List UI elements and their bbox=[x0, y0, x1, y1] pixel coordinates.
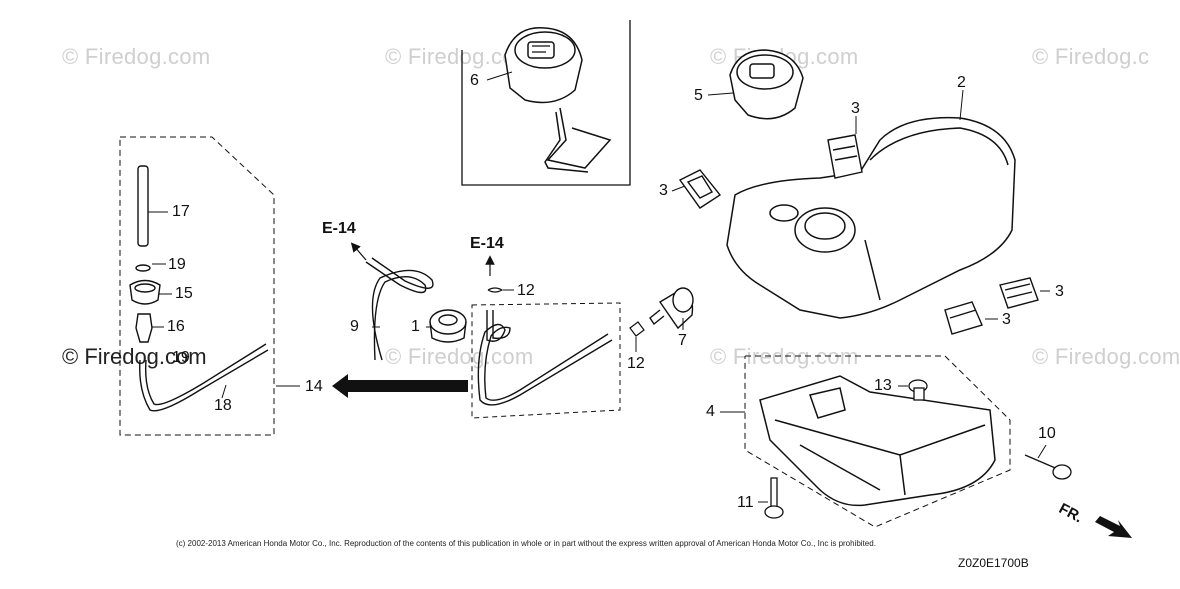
callout-12: 12 bbox=[627, 355, 645, 372]
watermark: © Firedog.com bbox=[62, 44, 211, 69]
callout-13: 13 bbox=[874, 377, 892, 394]
watermark: © Firedog.com bbox=[710, 344, 859, 369]
callout-12: 12 bbox=[517, 282, 535, 299]
callout-3: 3 bbox=[1002, 311, 1011, 328]
grommet-1-drawing bbox=[429, 309, 467, 343]
tube-9-drawing bbox=[365, 257, 434, 361]
leader-lines bbox=[148, 71, 1050, 503]
callout-2: 2 bbox=[957, 74, 966, 91]
callout-10: 10 bbox=[1038, 425, 1056, 442]
callout-11: 11 bbox=[737, 494, 754, 511]
callout-1: 1 bbox=[411, 318, 420, 335]
group-box-middle bbox=[471, 302, 621, 419]
ref-arrow-left bbox=[350, 242, 367, 261]
fuel-filter-7-drawing bbox=[649, 287, 694, 330]
callout-19: 19 bbox=[172, 349, 190, 366]
callout-4: 4 bbox=[706, 403, 715, 420]
fuel-tank-2-drawing bbox=[726, 116, 1016, 319]
watermark: © Firedog.com bbox=[62, 344, 207, 369]
bolt-13-drawing bbox=[908, 379, 928, 401]
fuel-cap-5-drawing bbox=[729, 49, 804, 120]
callout-3: 3 bbox=[1055, 283, 1064, 300]
group-bracket-cap bbox=[461, 20, 631, 186]
callout-14: 14 bbox=[305, 378, 323, 395]
reference-e14-right: E-14 bbox=[470, 235, 504, 252]
rubber-mount-drawings bbox=[678, 134, 1039, 335]
callout-17: 17 bbox=[172, 203, 190, 220]
callout-19: 19 bbox=[168, 256, 186, 273]
guard-4-drawing bbox=[759, 375, 996, 507]
bolt-11-drawing bbox=[764, 477, 784, 519]
watermark: © Firedog.com bbox=[385, 344, 534, 369]
callout-3: 3 bbox=[659, 182, 668, 199]
watermark: © Firedog.com bbox=[1032, 344, 1180, 369]
left-group-parts-drawing bbox=[129, 165, 269, 412]
group-box-left bbox=[119, 136, 275, 436]
bolt-10-drawing bbox=[1024, 454, 1072, 480]
callout-3: 3 bbox=[851, 100, 860, 117]
callout-5: 5 bbox=[694, 87, 703, 104]
callout-9: 9 bbox=[350, 318, 359, 335]
callout-16: 16 bbox=[167, 318, 185, 335]
tube-12-drawing bbox=[477, 310, 613, 406]
callout-6: 6 bbox=[470, 72, 479, 89]
callout-18: 18 bbox=[214, 397, 232, 414]
copyright-notice: (c) 2002-2013 American Honda Motor Co., … bbox=[176, 539, 876, 548]
front-direction-arrow bbox=[1095, 516, 1132, 538]
callout-15: 15 bbox=[175, 285, 193, 302]
clip-12-drawings bbox=[487, 287, 645, 337]
reference-e14-left: E-14 bbox=[322, 220, 356, 237]
group-box-guard bbox=[744, 355, 1011, 528]
big-arrow bbox=[332, 374, 468, 398]
callout-7: 7 bbox=[678, 332, 687, 349]
diagram-code: Z0Z0E1700B bbox=[958, 556, 1029, 570]
watermark: © Firedog.c bbox=[1032, 44, 1150, 69]
fuel-cap-6-drawing bbox=[504, 27, 612, 173]
